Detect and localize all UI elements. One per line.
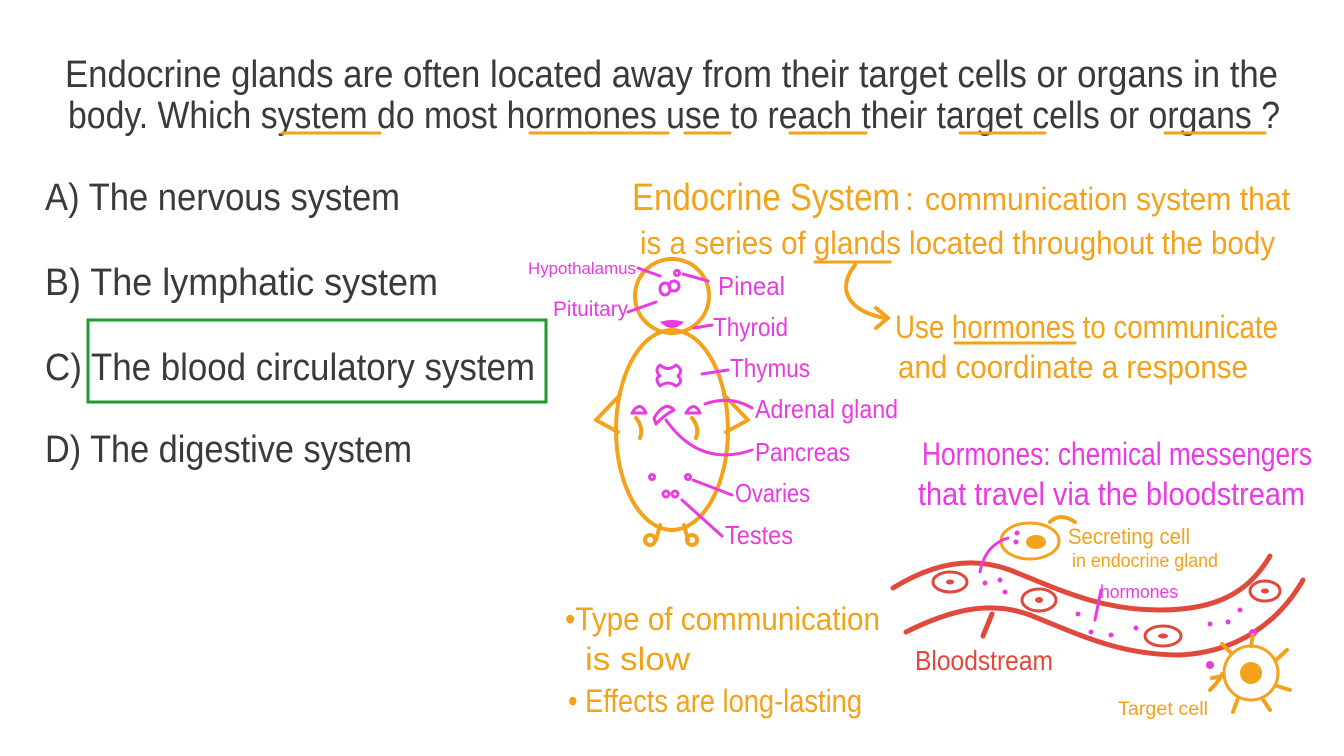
- label-testes: Testes: [725, 520, 793, 550]
- label-thyroid: Thyroid: [713, 312, 788, 342]
- definition-colon: :: [905, 181, 914, 217]
- answer-a[interactable]: A) The nervous system: [45, 177, 400, 219]
- label-pancreas: Pancreas: [755, 437, 850, 467]
- definition-term: Endocrine System: [632, 177, 900, 219]
- label-endocrine-gland: in endocrine gland: [1072, 551, 1218, 572]
- body-diagram: Hypothalamus Pineal Pituitary Thyroid Th…: [528, 257, 898, 550]
- label-adrenal-gland: Adrenal gland: [755, 394, 898, 424]
- answer-d[interactable]: D) The digestive system: [45, 429, 412, 471]
- label-ovaries: Ovaries: [735, 478, 810, 508]
- correct-answer-box: [86, 318, 548, 404]
- hormones-definition: Hormones: chemical messengers that trave…: [918, 436, 1312, 512]
- definition-line-2: is a series of glands located throughout…: [640, 225, 1275, 261]
- label-thymus: Thymus: [730, 353, 810, 383]
- answer-c[interactable]: C) The blood circulatory system: [45, 347, 535, 389]
- question-line-1: Endocrine glands are often located away …: [65, 54, 1278, 96]
- label-pineal: Pineal: [718, 271, 785, 301]
- label-target-cell: Target cell: [1118, 699, 1208, 720]
- use-hormones-line: Use hormones to communicate: [895, 309, 1278, 345]
- bullet-notes: •Type of communication is slow • Effects…: [565, 601, 880, 719]
- definition-line-1: communication system that: [925, 181, 1290, 217]
- blood-cells: [931, 570, 1282, 648]
- coordinate-line: and coordinate a response: [898, 349, 1248, 385]
- hormones-def-line-1: Hormones: chemical messengers: [922, 436, 1312, 472]
- label-bloodstream: Bloodstream: [915, 645, 1053, 676]
- label-hormones: hormones: [1100, 582, 1178, 602]
- answer-b[interactable]: B) The lymphatic system: [45, 262, 438, 304]
- label-pituitary: Pituitary: [553, 298, 628, 321]
- bloodstream-diagram: Secreting cell in endocrine gland hormon…: [890, 515, 1306, 720]
- endocrine-definition: Endocrine System : communication system …: [632, 177, 1290, 385]
- bullet-long-lasting: • Effects are long-lasting: [568, 683, 862, 719]
- label-secreting-cell: Secreting cell: [1068, 524, 1190, 549]
- arrowhead-icon: [874, 306, 890, 330]
- hormones-def-line-2: that travel via the bloodstream: [918, 476, 1305, 512]
- bullet-slow-line-2: is slow: [585, 641, 691, 677]
- bullet-slow-line-1: •Type of communication: [565, 601, 880, 637]
- label-hypothalamus: Hypothalamus: [528, 259, 636, 278]
- arrow-icon: [844, 263, 887, 320]
- question-line-2: body. Which system do most hormones use …: [68, 95, 1280, 137]
- answer-options: A) The nervous system B) The lymphatic s…: [45, 177, 548, 471]
- thyroid-gland: [660, 320, 684, 328]
- question: Endocrine glands are often located away …: [65, 54, 1280, 137]
